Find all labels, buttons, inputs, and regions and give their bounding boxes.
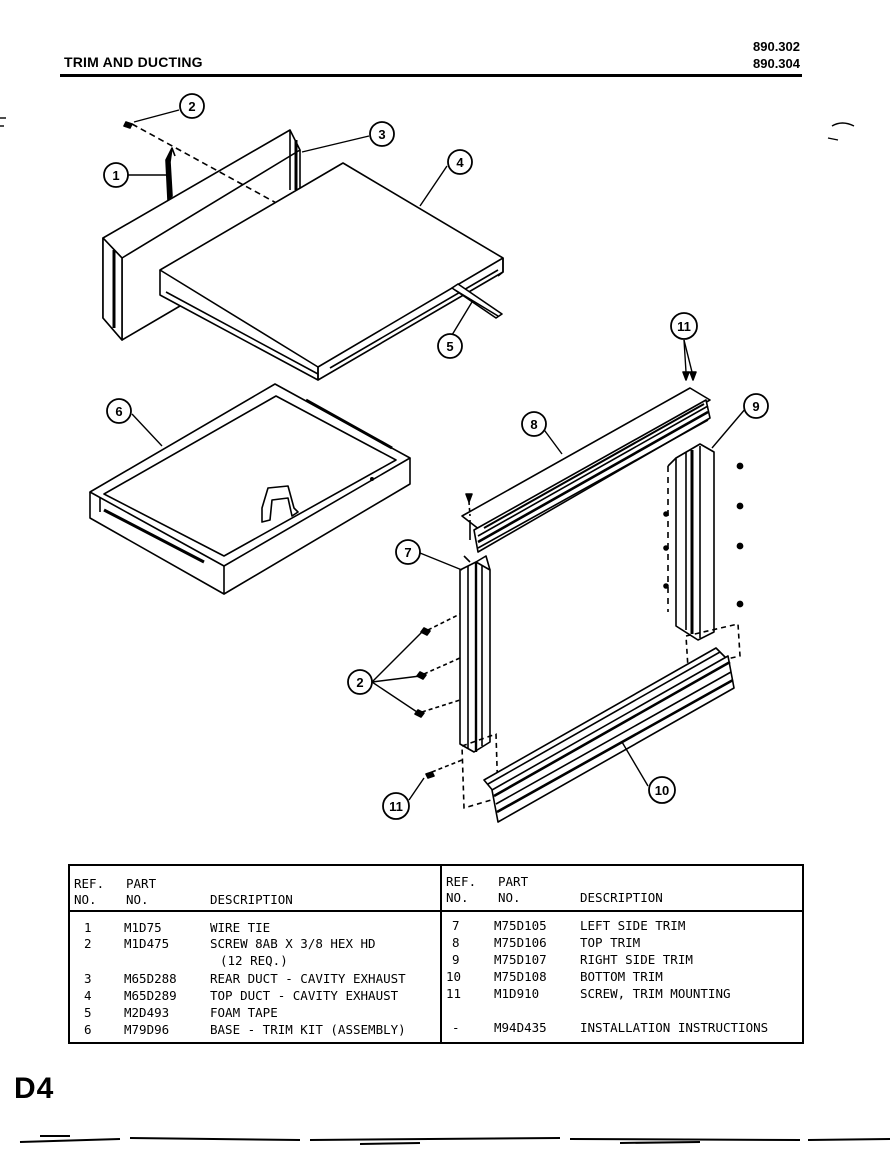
right-side-trim-part <box>663 443 744 669</box>
svg-text:6: 6 <box>115 404 122 419</box>
callout-8: 8 <box>521 411 547 437</box>
description-header: DESCRIPTION <box>210 892 293 907</box>
model-numbers: 890.302 890.304 <box>736 38 800 72</box>
svg-text:5: 5 <box>446 339 453 354</box>
table-header: REF. NO. PART NO. DESCRIPTION <box>442 866 804 912</box>
foam-tape-part <box>451 283 503 319</box>
table-row: 7 M75D105 LEFT SIDE TRIM <box>452 918 686 933</box>
leader-lines <box>128 109 747 801</box>
description-header: DESCRIPTION <box>580 890 663 905</box>
part-header: NO. <box>126 892 149 907</box>
table-row: 10 M75D108 BOTTOM TRIM <box>446 969 663 984</box>
callout-5: 5 <box>437 333 463 359</box>
table-row: 11 M1D910 SCREW, TRIM MOUNTING <box>446 986 731 1001</box>
svg-text:2: 2 <box>356 675 363 690</box>
svg-text:3: 3 <box>378 127 385 142</box>
base-trim-kit-part <box>89 383 411 595</box>
table-row: 9 M75D107 RIGHT SIDE TRIM <box>452 952 693 967</box>
scan-artifact <box>0 117 855 141</box>
part-header: PART <box>498 874 529 889</box>
ref-header: REF. <box>446 874 477 889</box>
table-row: - M94D435 INSTALLATION INSTRUCTIONS <box>452 1020 769 1035</box>
ref-header: REF. <box>74 876 105 891</box>
svg-text:9: 9 <box>752 399 759 414</box>
model-number: 890.302 <box>753 39 800 54</box>
header-rule <box>60 74 802 77</box>
left-side-trim-part <box>414 555 499 809</box>
svg-text:7: 7 <box>404 545 411 560</box>
parts-list-right: REF. NO. PART NO. DESCRIPTION 7 M75D105 … <box>442 866 804 1042</box>
callout-7: 7 <box>395 539 421 565</box>
part-header: NO. <box>498 890 521 905</box>
top-duct-part <box>159 162 504 381</box>
table-row: 3 M65D288 REAR DUCT - CAVITY EXHAUST <box>84 971 406 986</box>
callout-11-bottom: 11 <box>382 792 410 820</box>
callout-10: 10 <box>648 776 676 804</box>
page-code: D4 <box>14 1072 55 1105</box>
callout-4: 4 <box>447 149 473 175</box>
table-row: 6 M79D96 BASE - TRIM KIT (ASSEMBLY) <box>84 1022 406 1037</box>
table-row: 2 M1D475 SCREW 8AB X 3/8 HEX HD <box>84 936 376 951</box>
callout-3: 3 <box>369 121 395 147</box>
svg-text:10: 10 <box>655 783 669 798</box>
table-row: 8 M75D106 TOP TRIM <box>452 935 641 950</box>
page-title: TRIM AND DUCTING <box>64 54 203 70</box>
scan-artifact <box>19 1135 891 1145</box>
parts-list-left: REF. NO. PART NO. DESCRIPTION 1 M1D75 WI… <box>70 866 442 1042</box>
callout-9: 9 <box>743 393 769 419</box>
svg-text:4: 4 <box>456 155 464 170</box>
table-row: (12 REQ.) <box>220 953 288 968</box>
svg-text:11: 11 <box>389 799 403 814</box>
ref-header: NO. <box>446 890 469 905</box>
callout-1: 1 <box>103 162 129 188</box>
top-trim-part <box>461 371 711 553</box>
part-header: PART <box>126 876 157 891</box>
callout-2: 2 <box>179 93 205 119</box>
wire-tie-part <box>165 147 176 201</box>
table-header: REF. NO. PART NO. DESCRIPTION <box>70 866 440 912</box>
table-row: 5 M2D493 FOAM TAPE <box>84 1005 278 1020</box>
parts-list-table: REF. NO. PART NO. DESCRIPTION 1 M1D75 WI… <box>68 864 804 1044</box>
ref-header: NO. <box>74 892 97 907</box>
bottom-trim-part <box>425 647 735 823</box>
callout-11: 11 <box>670 312 698 340</box>
svg-text:2: 2 <box>188 99 195 114</box>
svg-text:8: 8 <box>530 417 537 432</box>
callout-2-screws: 2 <box>347 669 373 695</box>
table-row: 4 M65D289 TOP DUCT - CAVITY EXHAUST <box>84 988 399 1003</box>
exploded-view-diagram: 1 2 3 4 5 6 7 8 <box>0 93 855 823</box>
rear-duct-part <box>102 129 301 341</box>
callout-6: 6 <box>106 398 132 424</box>
svg-text:11: 11 <box>677 319 691 334</box>
svg-text:1: 1 <box>112 168 119 183</box>
duct-screw-part <box>123 121 281 206</box>
model-number: 890.304 <box>753 56 800 71</box>
table-row: 1 M1D75 WIRE TIE <box>84 920 271 935</box>
